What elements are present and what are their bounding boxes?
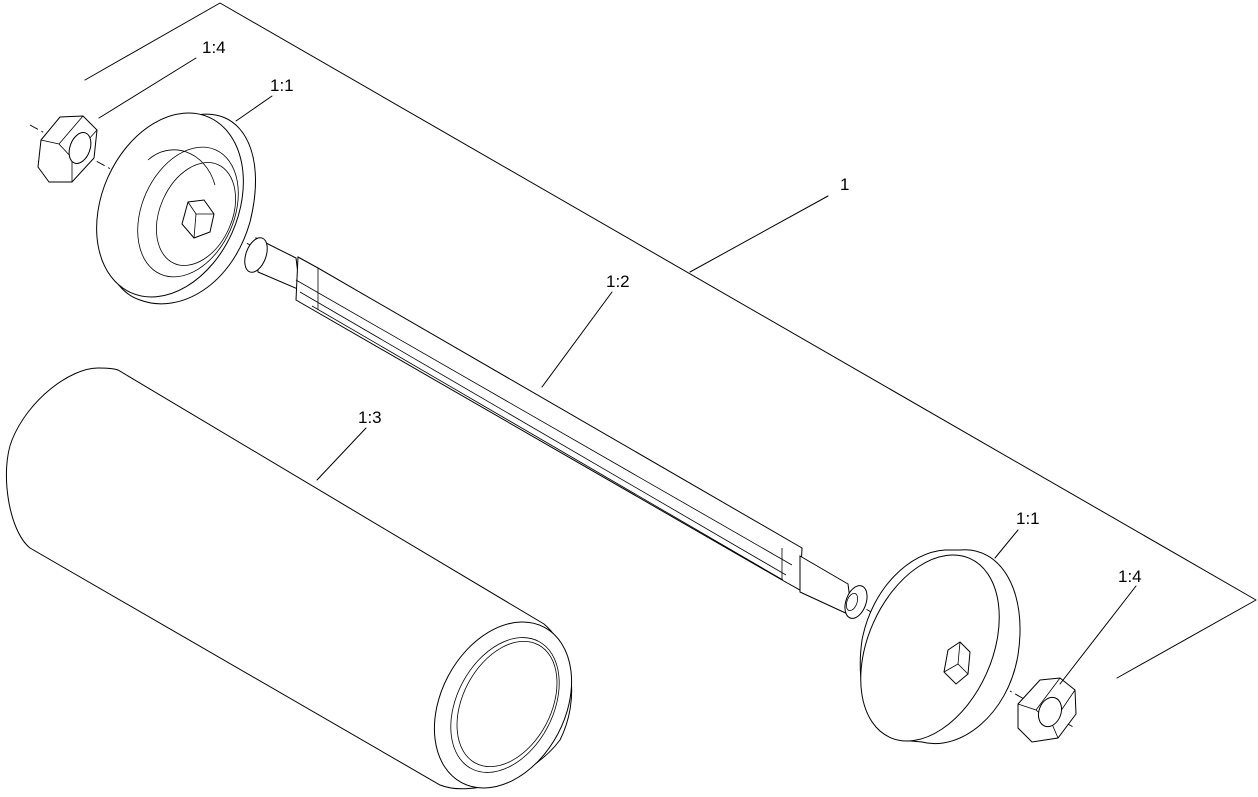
callout-wheel-right: 1:1 (1016, 509, 1040, 528)
callout-wheel-left: 1:1 (270, 76, 294, 95)
hex-nut-left (37, 115, 98, 183)
assembly-bracket (84, 2, 1257, 679)
callout-nut-left: 1:4 (202, 38, 226, 57)
sleeve-tube (5, 367, 573, 790)
callout-nut-right: 1:4 (1118, 567, 1142, 586)
callout-assembly: 1 (840, 175, 849, 194)
shaft (244, 237, 868, 619)
wheel-right (859, 549, 1021, 744)
callout-shaft: 1:2 (606, 272, 630, 291)
wheel-left (96, 112, 256, 305)
callout-sleeve: 1:3 (358, 408, 382, 427)
leader-lines (98, 57, 1137, 685)
hex-nut-right (1017, 677, 1077, 743)
